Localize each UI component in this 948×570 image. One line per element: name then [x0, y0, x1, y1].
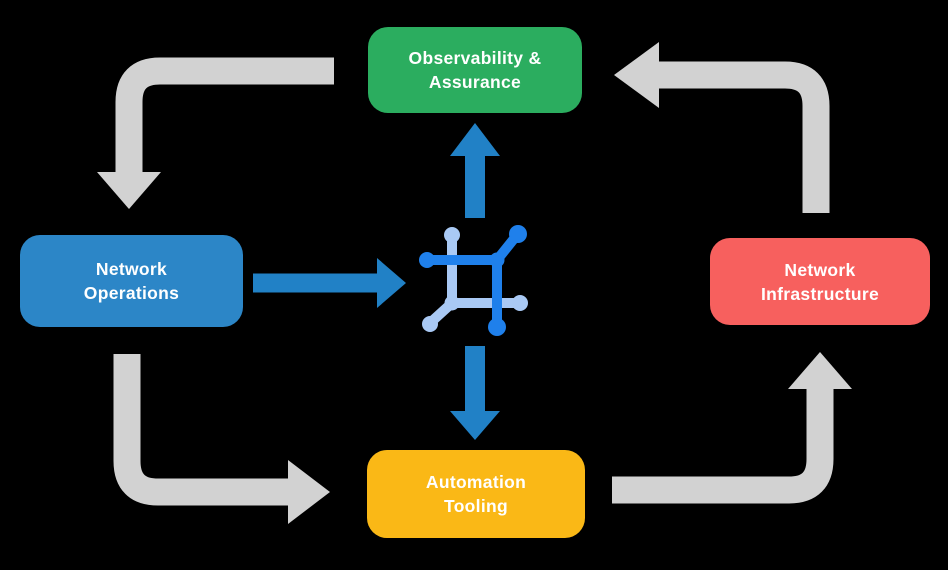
icon-light-branches	[422, 227, 528, 332]
node-label: Network Infrastructure	[761, 259, 879, 304]
arrow-infrastructure-to-observability	[614, 42, 830, 213]
node-automation-tooling: Automation Tooling	[367, 450, 585, 538]
node-label: Observability & Assurance	[408, 48, 542, 92]
arrow-observability-to-operations	[97, 57, 334, 209]
node-label: Automation Tooling	[425, 472, 527, 516]
arrow-center-to-observability	[450, 123, 500, 218]
arrow-operations-to-center	[253, 258, 406, 308]
node-observability-assurance: Observability & Assurance	[368, 27, 582, 113]
node-network-infrastructure: Network Infrastructure	[710, 238, 930, 325]
icon-dark-branches	[419, 225, 527, 336]
arrow-center-to-automation	[450, 346, 500, 440]
arrow-operations-to-automation	[113, 354, 330, 524]
node-network-operations: Network Operations	[20, 235, 243, 327]
arrow-automation-to-infrastructure	[612, 352, 852, 504]
network-automation-icon	[419, 225, 528, 336]
node-label: Network Operations	[83, 259, 180, 303]
